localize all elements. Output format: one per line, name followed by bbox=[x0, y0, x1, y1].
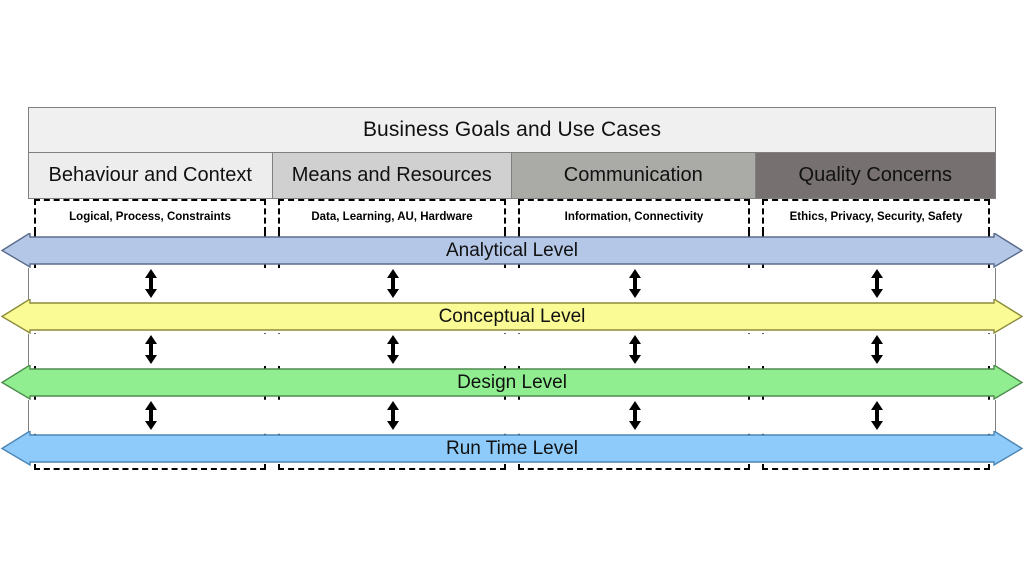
column-sublabel-1: Logical, Process, Constraints bbox=[34, 199, 266, 233]
vertical-double-arrow-icon bbox=[140, 334, 162, 366]
level-band-4[interactable]: Run Time Level bbox=[0, 431, 1024, 466]
level-link-row-1 bbox=[28, 268, 996, 300]
column-sublabel-3: Information, Connectivity bbox=[518, 199, 750, 233]
vertical-double-arrow-icon bbox=[866, 334, 888, 366]
matrix-header: Business Goals and Use Cases Behaviour a… bbox=[28, 107, 996, 199]
column-header-4[interactable]: Quality Concerns bbox=[755, 153, 995, 198]
vertical-double-arrow-icon bbox=[382, 268, 404, 300]
column-header-2[interactable]: Means and Resources bbox=[272, 153, 512, 198]
vertical-double-arrow-icon bbox=[140, 400, 162, 432]
column-header-1[interactable]: Behaviour and Context bbox=[29, 153, 273, 198]
level-band-2[interactable]: Conceptual Level bbox=[0, 299, 1024, 334]
column-sublabel-4: Ethics, Privacy, Security, Safety bbox=[762, 199, 990, 233]
vertical-double-arrow-icon bbox=[866, 268, 888, 300]
vertical-double-arrow-icon bbox=[624, 400, 646, 432]
business-goals-bar: Business Goals and Use Cases bbox=[28, 107, 996, 153]
sub-label-row: Logical, Process, Constraints Data, Learn… bbox=[28, 199, 996, 233]
vertical-double-arrow-icon bbox=[866, 400, 888, 432]
vertical-double-arrow-icon bbox=[624, 334, 646, 366]
vertical-double-arrow-icon bbox=[140, 268, 162, 300]
vertical-double-arrow-icon bbox=[382, 400, 404, 432]
level-band-3[interactable]: Design Level bbox=[0, 365, 1024, 400]
level-band-1[interactable]: Analytical Level bbox=[0, 233, 1024, 268]
level-link-row-3 bbox=[28, 400, 996, 432]
level-link-row-2 bbox=[28, 334, 996, 366]
column-header-3[interactable]: Communication bbox=[512, 153, 756, 198]
column-sublabel-2: Data, Learning, AU, Hardware bbox=[278, 199, 506, 233]
vertical-double-arrow-icon bbox=[382, 334, 404, 366]
level-link-row-bottom bbox=[28, 466, 996, 502]
vertical-double-arrow-icon bbox=[624, 268, 646, 300]
